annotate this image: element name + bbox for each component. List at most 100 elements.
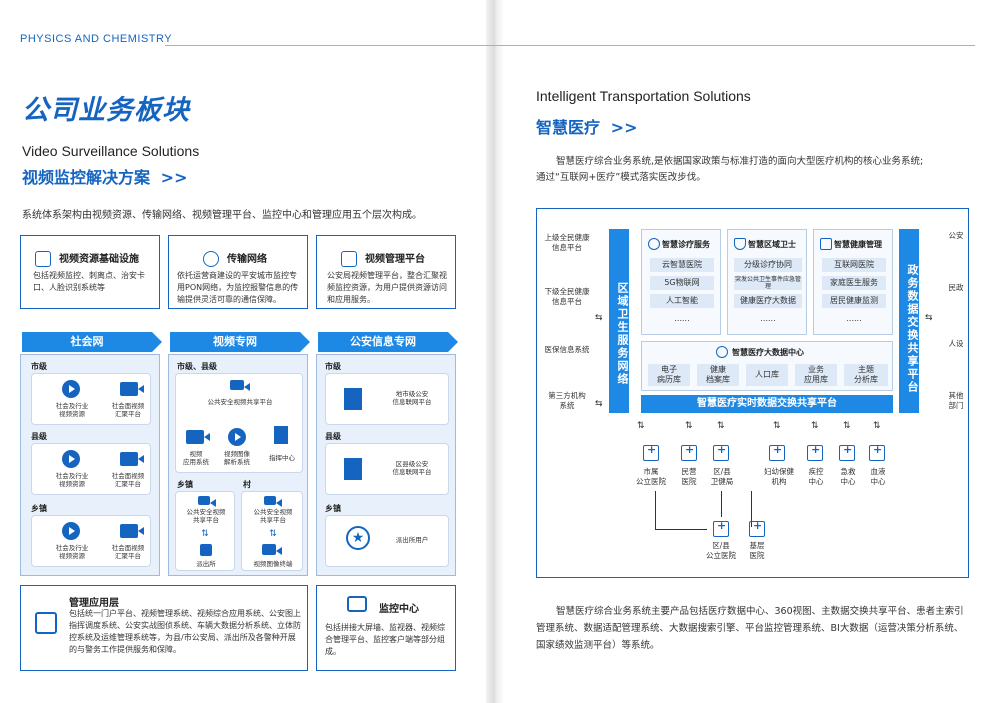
connector-line <box>721 491 722 517</box>
level-village: 村 <box>243 480 251 489</box>
module-title: 智慧诊疗服务 <box>662 240 710 249</box>
level-city: 市级 <box>31 362 47 371</box>
city-platform: 地市级公安 信息联网平台 <box>392 390 432 406</box>
item-a: 社会及行业 视频资源 <box>55 472 89 488</box>
module-item: 人工智能 <box>650 294 714 308</box>
network-icon <box>716 346 728 358</box>
arrow-bidirectional-icon: ⇆ <box>595 313 603 323</box>
social-row-town: 社会及行业 视频资源 社会面视频 汇聚平台 <box>31 515 151 567</box>
item-a: 社会及行业 视频资源 <box>55 544 89 560</box>
medical-desc-2: 通过“互联网+医疗”模式落实医改步伐。 <box>536 172 706 183</box>
arrow-updown-icon: ⇅ <box>717 421 725 431</box>
camera-icon <box>120 452 144 466</box>
management-text: 包括统一门户平台、视频管理系统、视频综合应用系统、公安图上指挥调度系统、公安实战… <box>69 609 301 654</box>
level-county: 县级 <box>31 432 47 441</box>
card-title: 视频资源基础设施 <box>59 254 139 265</box>
module-item: 5G物联网 <box>650 276 714 290</box>
play-icon <box>62 450 80 468</box>
item-a: 社会及行业 视频资源 <box>55 402 89 418</box>
medical-desc-1: 智慧医疗综合业务系统,是依据国家政策与标准打造的面向大型医疗机构的核心业务系统; <box>556 156 924 167</box>
video-app: 视频 应用系统 <box>183 450 209 466</box>
inst-emergency: 急救 中心 <box>840 467 856 486</box>
regional-health-bar: 区域卫生服务网络 <box>609 229 629 413</box>
bigdata-center: 智慧医疗大数据中心 电子 病历库 健康 档案库 人口库 业务 应用库 主题 分析… <box>641 341 893 391</box>
module-item: ...... <box>674 314 690 323</box>
inst-maternal: 妇幼保健 机构 <box>764 467 794 486</box>
hospital-icon <box>713 519 729 537</box>
label-insurance: 医保信息系统 <box>544 345 590 354</box>
video-resource-icon <box>35 248 51 267</box>
police-station: 派出所 <box>196 560 216 568</box>
connector-line <box>655 491 656 529</box>
ambulance-icon <box>839 443 855 461</box>
connector-line <box>751 491 752 527</box>
card-video-resource: 视频资源基础设施 包括视频监控、刺离点、治安卡口、人脸识别系统等 <box>20 235 160 309</box>
module-title: 智慧健康管理 <box>834 240 882 249</box>
inst-grassroots: 基层 医院 <box>749 541 765 560</box>
card-transport-network: 传输网络 依托运营商建设的平安城市监控专用PON网络，为监控报警信息的传输提供灵… <box>168 235 308 309</box>
network-icon <box>203 248 219 267</box>
police-badge-icon <box>200 544 212 556</box>
module-item: 云智慧医院 <box>650 258 714 272</box>
hospital-icon <box>749 519 765 537</box>
inst-county-hospital: 区/县 公立医院 <box>706 541 736 560</box>
video-parse: 视频图像 解析系统 <box>224 450 250 466</box>
header-label: PHYSICS AND CHEMISTRY <box>20 33 173 45</box>
db-item: 业务 应用库 <box>795 364 837 386</box>
video-cn-title-wrap: 视频监控解决方案 >> <box>22 164 188 188</box>
monitor-icon <box>347 596 367 612</box>
hospital-icon <box>643 443 659 461</box>
module-item: 家庭医生服务 <box>822 276 886 290</box>
arrow-updown-icon: ⇅ <box>685 421 693 431</box>
card-video-platform: 视频管理平台 公安局视频管理平台，整合汇聚视频监控资源，为用户提供资源访问和应用… <box>316 235 456 309</box>
level-town: 乡镇 <box>31 504 47 513</box>
medical-en-title: Intelligent Transportation Solutions <box>536 88 751 104</box>
building-icon <box>274 426 288 444</box>
arrow-down-icon: ⇅ <box>269 529 277 539</box>
camera-icon <box>186 430 210 444</box>
module-item: 突发公共卫生事件应急管理 <box>734 276 802 290</box>
heart-monitor-icon <box>820 238 832 250</box>
inst-blood: 血液 中心 <box>870 467 886 486</box>
play-icon <box>62 522 80 540</box>
label-third-party: 第三方机构 系统 <box>548 391 586 410</box>
platform-icon <box>341 248 357 267</box>
level-county: 县级 <box>325 432 341 441</box>
video-city-box: 公共安全视频共享平台 视频 应用系统 视频图像 解析系统 指挥中心 <box>175 373 303 473</box>
banner-video: 视频专网 <box>170 332 310 352</box>
label-police: 公安 <box>948 231 964 240</box>
county-platform: 区县级公安 信息联网平台 <box>392 460 432 476</box>
arrow-updown-icon: ⇅ <box>811 421 819 431</box>
module-item: ...... <box>760 314 776 323</box>
chevron-right-icon: >> <box>155 168 188 187</box>
management-title: 管理应用层 <box>69 598 119 609</box>
item-b: 社会面视频 汇聚平台 <box>111 544 145 560</box>
village-share: 公共安全视频 共享平台 <box>253 508 293 524</box>
command-center: 指挥中心 <box>269 454 295 462</box>
db-item: 主题 分析库 <box>844 364 888 386</box>
police-city-box: 地市级公安 信息联网平台 <box>325 373 449 425</box>
building-icon <box>344 388 362 410</box>
building-icon <box>344 458 362 480</box>
db-item: 健康 档案库 <box>697 364 739 386</box>
video-cn-title: 视频监控解决方案 <box>22 168 151 187</box>
medical-cn-title-wrap: 智慧医疗 >> <box>536 114 638 138</box>
module-item: 健康医疗大数据 <box>734 294 802 308</box>
arrow-updown-icon: ⇅ <box>637 421 645 431</box>
hospital-icon <box>769 443 785 461</box>
exchange-platform-bar: 智慧医疗实时数据交换共享平台 <box>641 395 893 413</box>
module-item: 分级诊疗协同 <box>734 258 802 272</box>
video-town-box: 公共安全视频 共享平台 ⇅ 派出所 <box>175 491 235 571</box>
module-item: ...... <box>846 314 862 323</box>
arrow-updown-icon: ⇅ <box>873 421 881 431</box>
cctv-icon <box>198 496 216 507</box>
arrow-down-icon: ⇅ <box>201 529 209 539</box>
inst-private: 民营 医院 <box>681 467 697 486</box>
police-star-icon: ★ <box>346 526 370 550</box>
cctv-icon <box>230 380 250 391</box>
card-title: 传输网络 <box>227 254 267 265</box>
police-town-box: ★ 派出所用户 <box>325 515 449 567</box>
video-village-box: 公共安全视频 共享平台 ⇅ 视频图像终端 <box>241 491 303 571</box>
camera-icon <box>120 382 144 396</box>
item-b: 社会面视频 汇聚平台 <box>111 402 145 418</box>
